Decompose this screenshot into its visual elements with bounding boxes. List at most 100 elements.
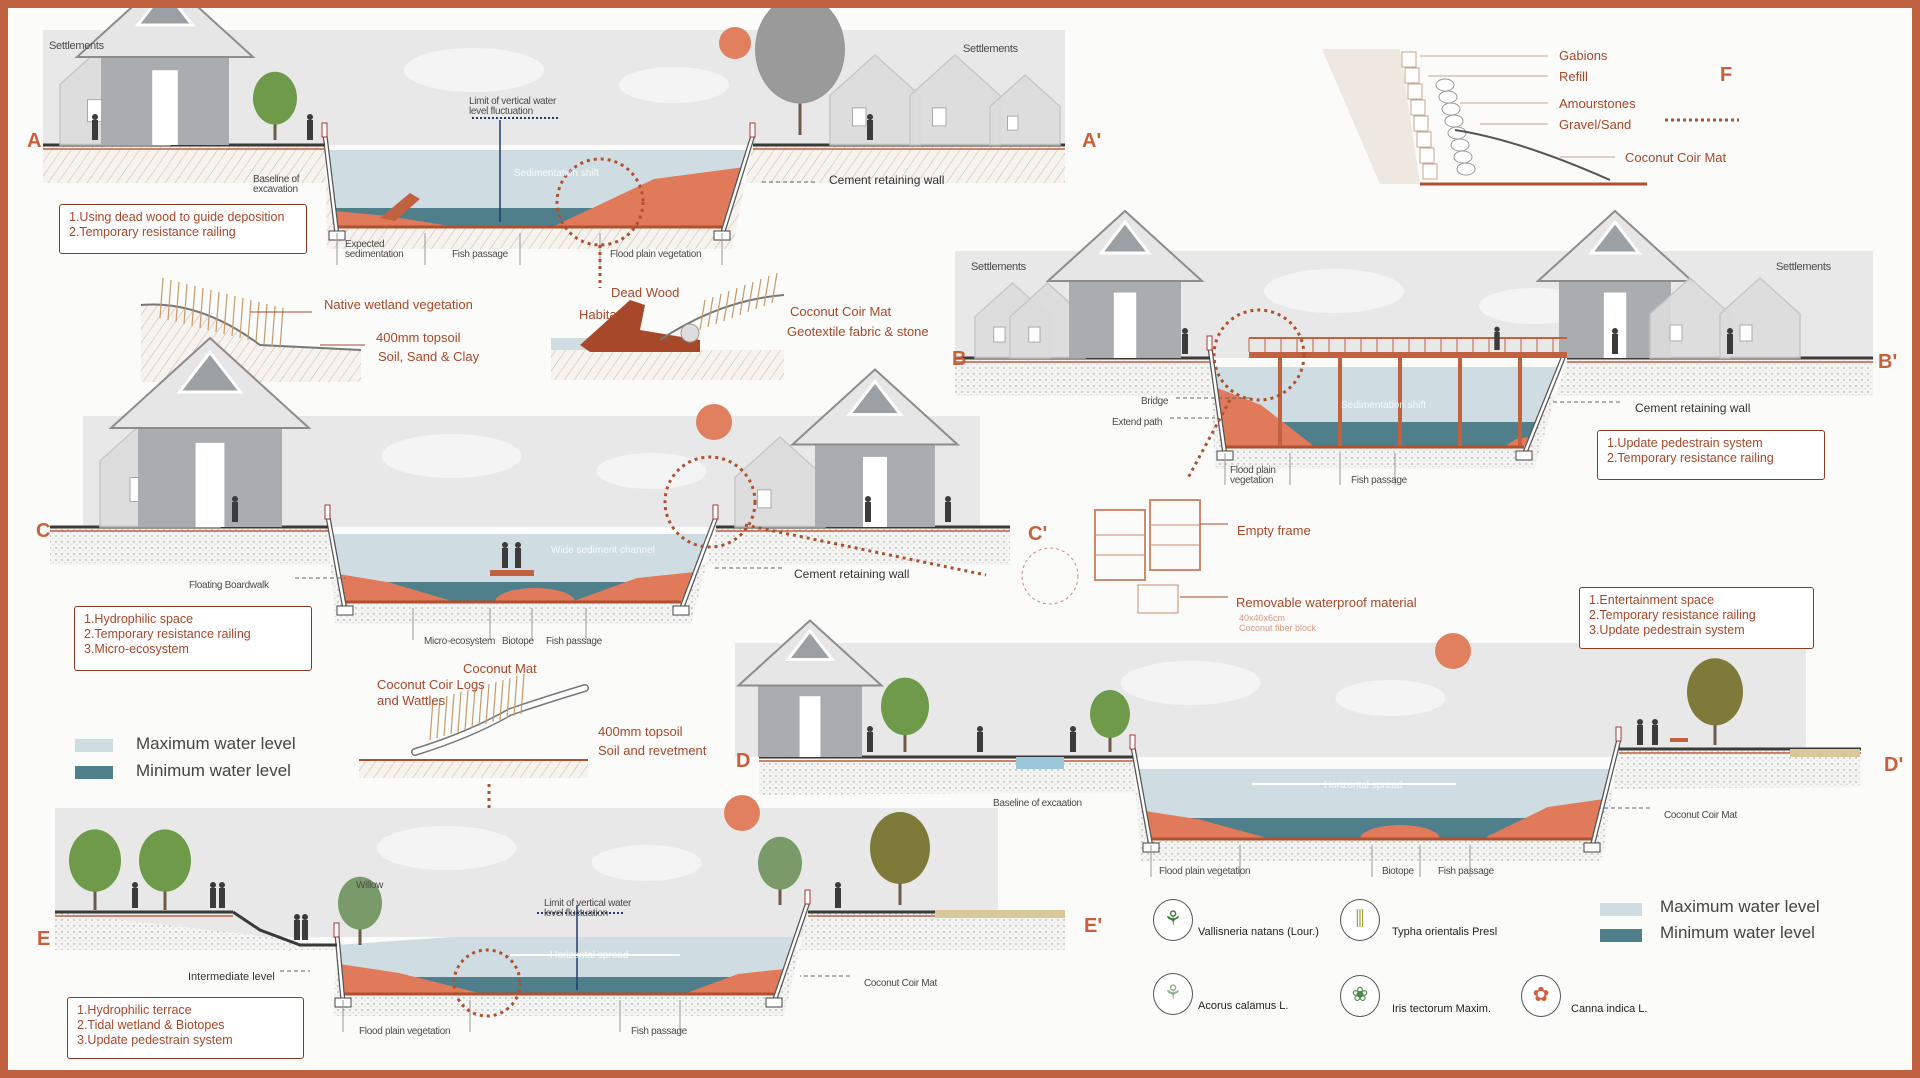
reed	[450, 693, 455, 735]
wall-footing	[1515, 450, 1533, 461]
person-head	[1494, 326, 1500, 332]
min-water-swatch	[1600, 929, 1642, 942]
callout-line: 1.Using dead wood to guide deposition	[69, 210, 285, 224]
house-gable	[1588, 219, 1642, 255]
detail-label: Amourstones	[1559, 96, 1636, 111]
wall-label: Cement retaining wall	[794, 567, 910, 581]
coir-mat-line	[1454, 129, 1611, 181]
person-head	[867, 114, 873, 120]
retaining-wall-right-face	[772, 901, 810, 1003]
gabion-block	[1401, 51, 1417, 68]
plant-label: Iris tectorum Maxim.	[1392, 1003, 1492, 1015]
gabion-block	[1413, 115, 1429, 132]
railing-post	[333, 922, 340, 938]
legend-max-label: Maximum water level	[136, 734, 296, 753]
house-gable	[1098, 219, 1152, 255]
detail-label: Geotextile fabric & stone	[787, 324, 929, 339]
house-window	[1669, 324, 1683, 342]
reed	[715, 293, 722, 325]
retaining-wall-right-face	[720, 134, 755, 236]
sun-icon	[696, 404, 732, 440]
retaining-wall-right-face	[1590, 738, 1621, 848]
callout-line: 2.Tidal wetland & Biotopes	[77, 1018, 225, 1032]
tree-canopy	[870, 812, 930, 884]
reed	[231, 295, 236, 337]
person-silhouette	[945, 502, 951, 522]
house-door	[152, 70, 178, 145]
spread-label: Horizontal spread	[1324, 780, 1403, 791]
person-silhouette	[1070, 732, 1076, 752]
tree-canopy	[338, 876, 382, 930]
cloud	[1264, 269, 1404, 313]
section-a-marker-right: A'	[1082, 130, 1102, 152]
detail-callout-circle	[1212, 308, 1306, 402]
zone-label: Flood plain vegetation	[610, 249, 702, 260]
bridge-pier	[1398, 358, 1402, 446]
ditch-water	[1016, 757, 1064, 769]
wall-label: Cement retaining wall	[1635, 401, 1751, 415]
canna-icon: ✿	[1521, 975, 1561, 1017]
sun-icon	[719, 27, 751, 59]
person-head	[1637, 719, 1643, 725]
right-bank	[1482, 799, 1604, 839]
legend-max-label: Maximum water level	[1660, 897, 1820, 916]
reed	[443, 695, 448, 737]
sediment-shift-label: Sedimentation shift	[1341, 400, 1427, 411]
person-silhouette	[302, 920, 308, 940]
biotope-island	[1360, 825, 1440, 839]
armour-stone	[1438, 90, 1458, 104]
wall-footing	[336, 605, 354, 616]
wall-footing	[765, 997, 783, 1008]
tree-canopy	[139, 829, 191, 892]
plant-label: Typha orientalis Presl	[1392, 926, 1498, 938]
callout-line: 1.Hydrophilic space	[84, 612, 194, 626]
plant-label: Acorus calamus L.	[1198, 1000, 1289, 1012]
person-silhouette	[835, 888, 841, 908]
detail-label: Empty frame	[1237, 523, 1311, 538]
callout-line: 3.Update pedestrain system	[77, 1033, 233, 1047]
spread-label: Horizontal spread	[550, 950, 629, 961]
channel-water	[337, 937, 808, 994]
reed	[771, 272, 778, 304]
tree-canopy	[69, 829, 121, 892]
section-d-marker-left: D	[736, 750, 751, 772]
reed	[279, 307, 284, 349]
zone-label: Fish passage	[546, 636, 602, 647]
callout-d: 1.Entertainment space 2.Temporary resist…	[1579, 587, 1814, 649]
right-bank	[571, 572, 695, 602]
bench	[1670, 738, 1688, 742]
section-b-marker-right: B'	[1878, 351, 1898, 373]
detail-slope	[659, 294, 785, 341]
gabion-block	[1410, 99, 1426, 116]
gabion-block	[1416, 131, 1432, 148]
dead-wood	[580, 300, 700, 352]
person-silhouette	[219, 888, 225, 908]
reed	[429, 699, 434, 741]
detail-label: Coconut Coir Mat	[790, 304, 892, 319]
person-head	[1727, 328, 1733, 334]
person-silhouette	[210, 888, 216, 908]
person-silhouette	[502, 548, 508, 568]
callout-line: 2.Temporary resistance railing	[84, 627, 251, 641]
person-silhouette	[307, 120, 313, 140]
reed	[478, 685, 483, 727]
house-roof	[74, 8, 256, 58]
channel-water	[1133, 769, 1619, 839]
house-gable	[846, 379, 904, 416]
detail-leader-line	[1186, 399, 1232, 479]
settlements-label: Settlements	[49, 40, 104, 52]
reed	[457, 691, 462, 733]
reed	[255, 301, 260, 343]
armour-stone	[1444, 114, 1464, 128]
settlements-label: Settlements	[1776, 261, 1831, 273]
zone-label: sedimentation	[345, 249, 404, 260]
railing-post	[1615, 726, 1622, 742]
detail-callout-circle	[452, 948, 522, 1018]
armour-stone	[1447, 126, 1467, 140]
section-d-marker-right: D'	[1884, 754, 1904, 776]
waterproof-block	[1137, 584, 1179, 614]
detail-note: Coconut fiber block	[1239, 623, 1317, 633]
iris-icon: ❀	[1340, 975, 1380, 1017]
callout-line: 2.Temporary resistance railing	[1607, 451, 1774, 465]
